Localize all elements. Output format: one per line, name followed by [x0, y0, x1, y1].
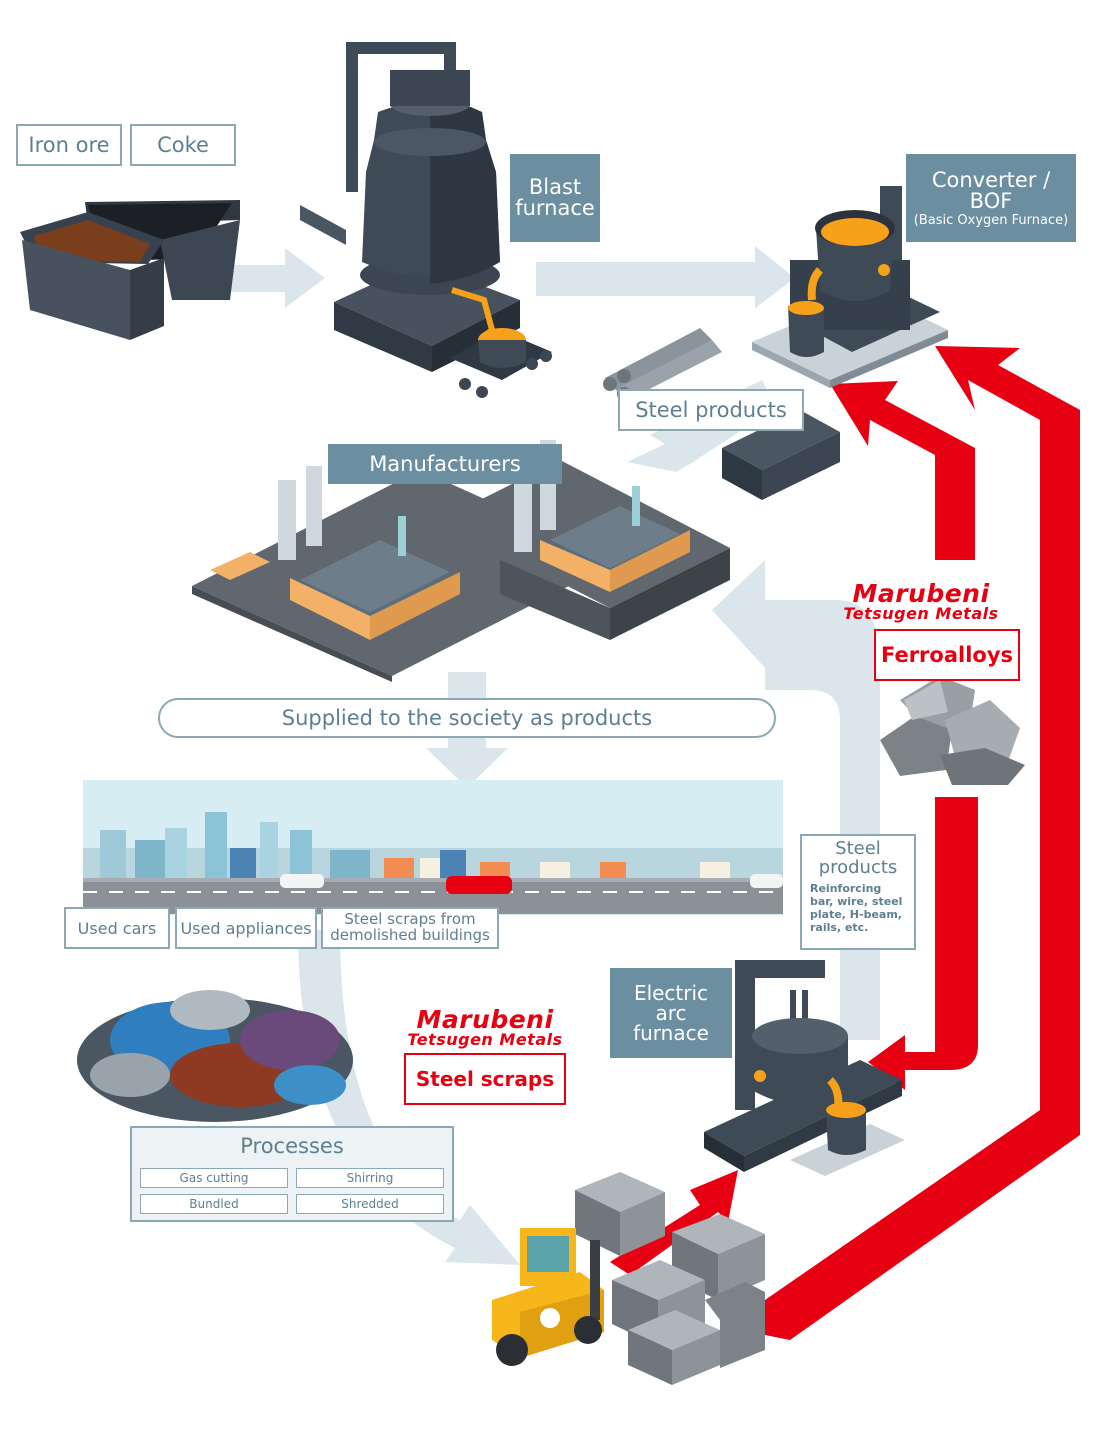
- steel-pipes-icon: [603, 328, 722, 401]
- process-bundled: Bundled: [140, 1194, 288, 1214]
- ore-bin-icon: [20, 200, 240, 340]
- red-arrow-bales-to-eaf: [610, 1170, 738, 1275]
- h-beams-icon: [722, 410, 840, 500]
- processes-title: Processes: [240, 1134, 344, 1158]
- ferroalloy-rocks-icon: [880, 676, 1025, 785]
- coke-label: Coke: [130, 124, 236, 166]
- process-shredded: Shredded: [296, 1194, 444, 1214]
- steel-products-side-title: Steel products: [818, 838, 898, 878]
- used-cars-label: Used cars: [64, 907, 170, 949]
- brand-line1-b: Marubeni: [416, 1005, 554, 1034]
- demolished-buildings-text: demolished buildings: [330, 926, 490, 944]
- converter-label: Converter / BOF (Basic Oxygen Furnace): [906, 154, 1076, 242]
- arrow-eaf-up-to-manufacturers: [712, 560, 880, 1040]
- steel-products-top-label: Steel products: [618, 389, 804, 431]
- brand-logo-scraps: Marubeni Tetsugen Metals: [370, 1005, 600, 1049]
- steel-products-side-label: Steel products Reinforcing bar, wire, st…: [800, 834, 916, 950]
- arrow-bins-to-furnace: [205, 248, 325, 308]
- red-arrows: [610, 346, 1080, 1340]
- electric-arc-furnace-icon: [704, 960, 905, 1176]
- used-appliances-label: Used appliances: [175, 907, 317, 949]
- ferroalloys-label: Ferroalloys: [874, 629, 1020, 681]
- brand-line1: Marubeni: [852, 579, 990, 608]
- arrow-furnace-to-converter: [536, 246, 795, 308]
- manufacturers-text: Manufacturers: [369, 451, 521, 476]
- electric-arc-furnace-text: Electric arc furnace: [633, 981, 709, 1045]
- scrap-pile-icon: [77, 990, 353, 1122]
- blast-furnace-label: Blast furnace: [510, 154, 600, 242]
- steel-scraps-label: Steel scraps: [404, 1053, 566, 1105]
- processes-box: Processes Gas cutting Shirring Bundled S…: [130, 1126, 454, 1222]
- forklift-icon: [492, 1228, 604, 1366]
- brand-line2: Tetsugen Metals: [843, 603, 999, 623]
- scrap-bales-icon: [575, 1172, 765, 1385]
- brand-logo-ferro: Marubeni Tetsugen Metals: [806, 579, 1036, 623]
- electric-arc-furnace-label: Electric arc furnace: [610, 968, 732, 1058]
- factory-icon: [192, 440, 730, 682]
- converter-text: Converter / BOF: [931, 167, 1051, 213]
- converter-subtext: (Basic Oxygen Furnace): [913, 212, 1069, 228]
- steel-scraps-buildings-label: Steel scraps from demolished buildings: [321, 907, 499, 949]
- supplied-to-society-label: Supplied to the society as products: [158, 698, 776, 738]
- blast-furnace-icon: [300, 42, 552, 398]
- red-arrow-outer-loop: [765, 346, 1080, 1340]
- process-shirring: Shirring: [296, 1168, 444, 1188]
- red-arrow-ferro-to-converter: [830, 381, 975, 560]
- red-arrow-ferro-to-eaf: [868, 797, 978, 1090]
- brand-line2-b: Tetsugen Metals: [407, 1029, 563, 1049]
- process-gas-cutting: Gas cutting: [140, 1168, 288, 1188]
- steel-products-side-sub: Reinforcing bar, wire, steel plate, H-be…: [810, 881, 903, 935]
- blast-furnace-text: Blast furnace: [515, 175, 595, 220]
- city-skyline-icon: [83, 780, 783, 915]
- iron-ore-label: Iron ore: [16, 124, 122, 166]
- manufacturers-label: Manufacturers: [328, 444, 562, 484]
- steel-scraps-from-text: Steel scraps from: [344, 910, 476, 929]
- converter-icon: [752, 186, 948, 388]
